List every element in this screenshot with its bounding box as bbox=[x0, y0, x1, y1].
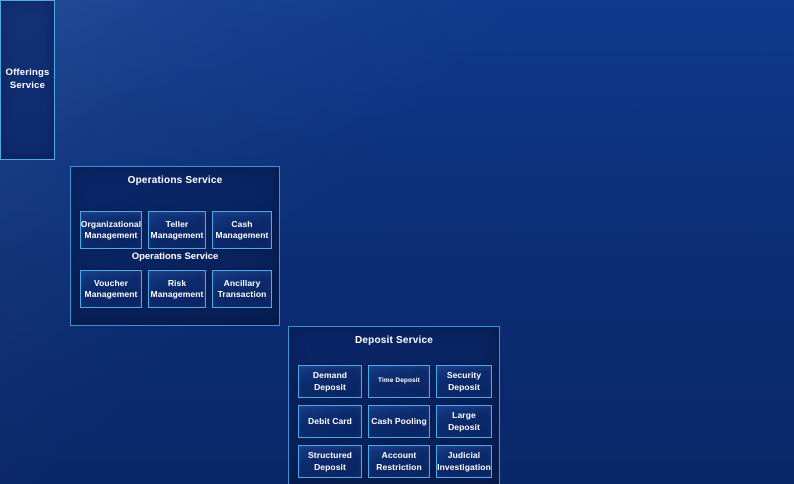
cell-ancillary-transaction[interactable]: Ancillary Transaction bbox=[212, 270, 272, 308]
panel-operations-repeat-title: Operations Service bbox=[131, 251, 219, 262]
cell-label: Time Deposit bbox=[378, 377, 420, 385]
cell-risk-management[interactable]: Risk Management bbox=[148, 270, 206, 308]
spine-offerings-label: Offerings Service bbox=[5, 67, 50, 91]
cell-label: Debit Card bbox=[308, 415, 352, 426]
cell-label: Risk Management bbox=[150, 277, 204, 299]
cell-debit-card[interactable]: Debit Card bbox=[298, 405, 362, 438]
cell-account-restriction[interactable]: Account Restriction bbox=[368, 445, 430, 478]
cell-label: Large Deposit bbox=[448, 410, 480, 432]
cell-cash-pooling[interactable]: Cash Pooling bbox=[368, 405, 430, 438]
cell-label: Security Deposit bbox=[446, 370, 482, 392]
cell-label: Judicial Investigation bbox=[437, 450, 491, 472]
panel-operations-title: Operations Service bbox=[127, 175, 223, 186]
cell-judicial-investigation[interactable]: Judicial Investigation bbox=[436, 445, 492, 478]
cell-label: Cash Pooling bbox=[371, 415, 427, 426]
cell-label: Ancillary Transaction bbox=[217, 277, 267, 299]
cell-label: Structured Deposit bbox=[308, 450, 352, 472]
cell-label: Organizational Management bbox=[80, 218, 142, 240]
cell-large-deposit[interactable]: Large Deposit bbox=[436, 405, 492, 438]
cell-security-deposit[interactable]: Security Deposit bbox=[436, 365, 492, 398]
spine-offerings-service: Offerings Service bbox=[0, 0, 55, 160]
panel-deposit-service: Deposit Service Demand Deposit Time Depo… bbox=[288, 326, 500, 484]
cell-label: Voucher Management bbox=[84, 277, 138, 299]
panel-deposit-title: Deposit Service bbox=[354, 335, 434, 346]
cell-structured-deposit[interactable]: Structured Deposit bbox=[298, 445, 362, 478]
cell-teller-management[interactable]: Teller Management bbox=[148, 211, 206, 249]
cell-label: Account Restriction bbox=[376, 450, 422, 472]
cell-label: Demand Deposit bbox=[312, 370, 348, 392]
cell-time-deposit[interactable]: Time Deposit bbox=[368, 365, 430, 398]
cell-label: Teller Management bbox=[150, 218, 204, 240]
cell-voucher-management[interactable]: Voucher Management bbox=[80, 270, 142, 308]
cell-organizational-management[interactable]: Organizational Management bbox=[80, 211, 142, 249]
cell-cash-management[interactable]: Cash Management bbox=[212, 211, 272, 249]
cell-demand-deposit[interactable]: Demand Deposit bbox=[298, 365, 362, 398]
cell-label: Cash Management bbox=[215, 218, 269, 240]
panel-operations-service: Operations Service Operations Service Or… bbox=[70, 166, 280, 326]
